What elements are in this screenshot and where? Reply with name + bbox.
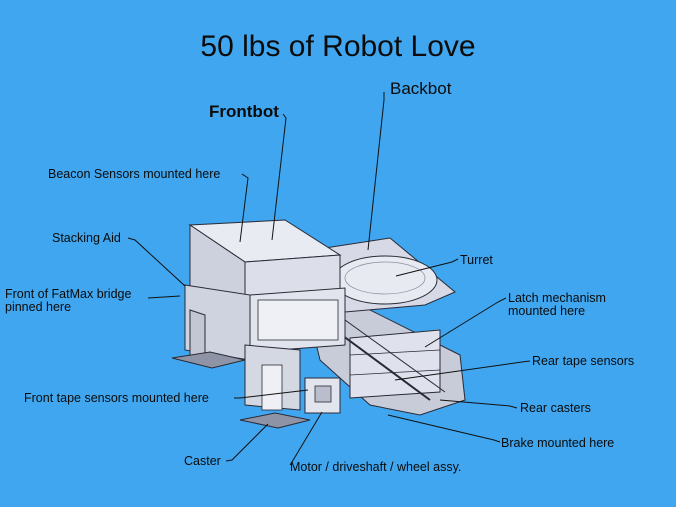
turret-disc (332, 255, 438, 305)
front-leg-left (189, 309, 206, 361)
label-motor-driveshaft: Motor / driveshaft / wheel assy. (290, 460, 462, 474)
label-frontbot: Frontbot (209, 102, 279, 121)
leader-lines (127, 92, 531, 466)
diagram-title: 50 lbs of Robot Love (200, 30, 476, 63)
label-rear-casters: Rear casters (520, 401, 591, 415)
label-fatmax-line-1: Front of FatMax bridge (5, 287, 132, 301)
label-brake: Brake mounted here (501, 436, 615, 450)
label-latch-line-1: Latch mechanism (508, 291, 606, 305)
label-front-tape-sensors: Front tape sensors mounted here (24, 391, 209, 405)
caster-skid (239, 412, 311, 429)
front-skid (171, 351, 246, 369)
label-rear-tape-sensors: Rear tape sensors (532, 354, 635, 368)
label-fatmax-line-2: pinned here (5, 300, 72, 314)
label-turret: Turret (460, 253, 493, 267)
label-stacking-aid: Stacking Aid (52, 231, 121, 245)
label-latch-line-2: mounted here (508, 304, 586, 318)
latch-rail (334, 329, 431, 401)
label-backbot: Backbot (390, 79, 452, 98)
rear-chassis-panel (349, 329, 441, 399)
label-beacon-sensors: Beacon Sensors mounted here (48, 167, 221, 181)
label-caster: Caster (184, 454, 221, 468)
